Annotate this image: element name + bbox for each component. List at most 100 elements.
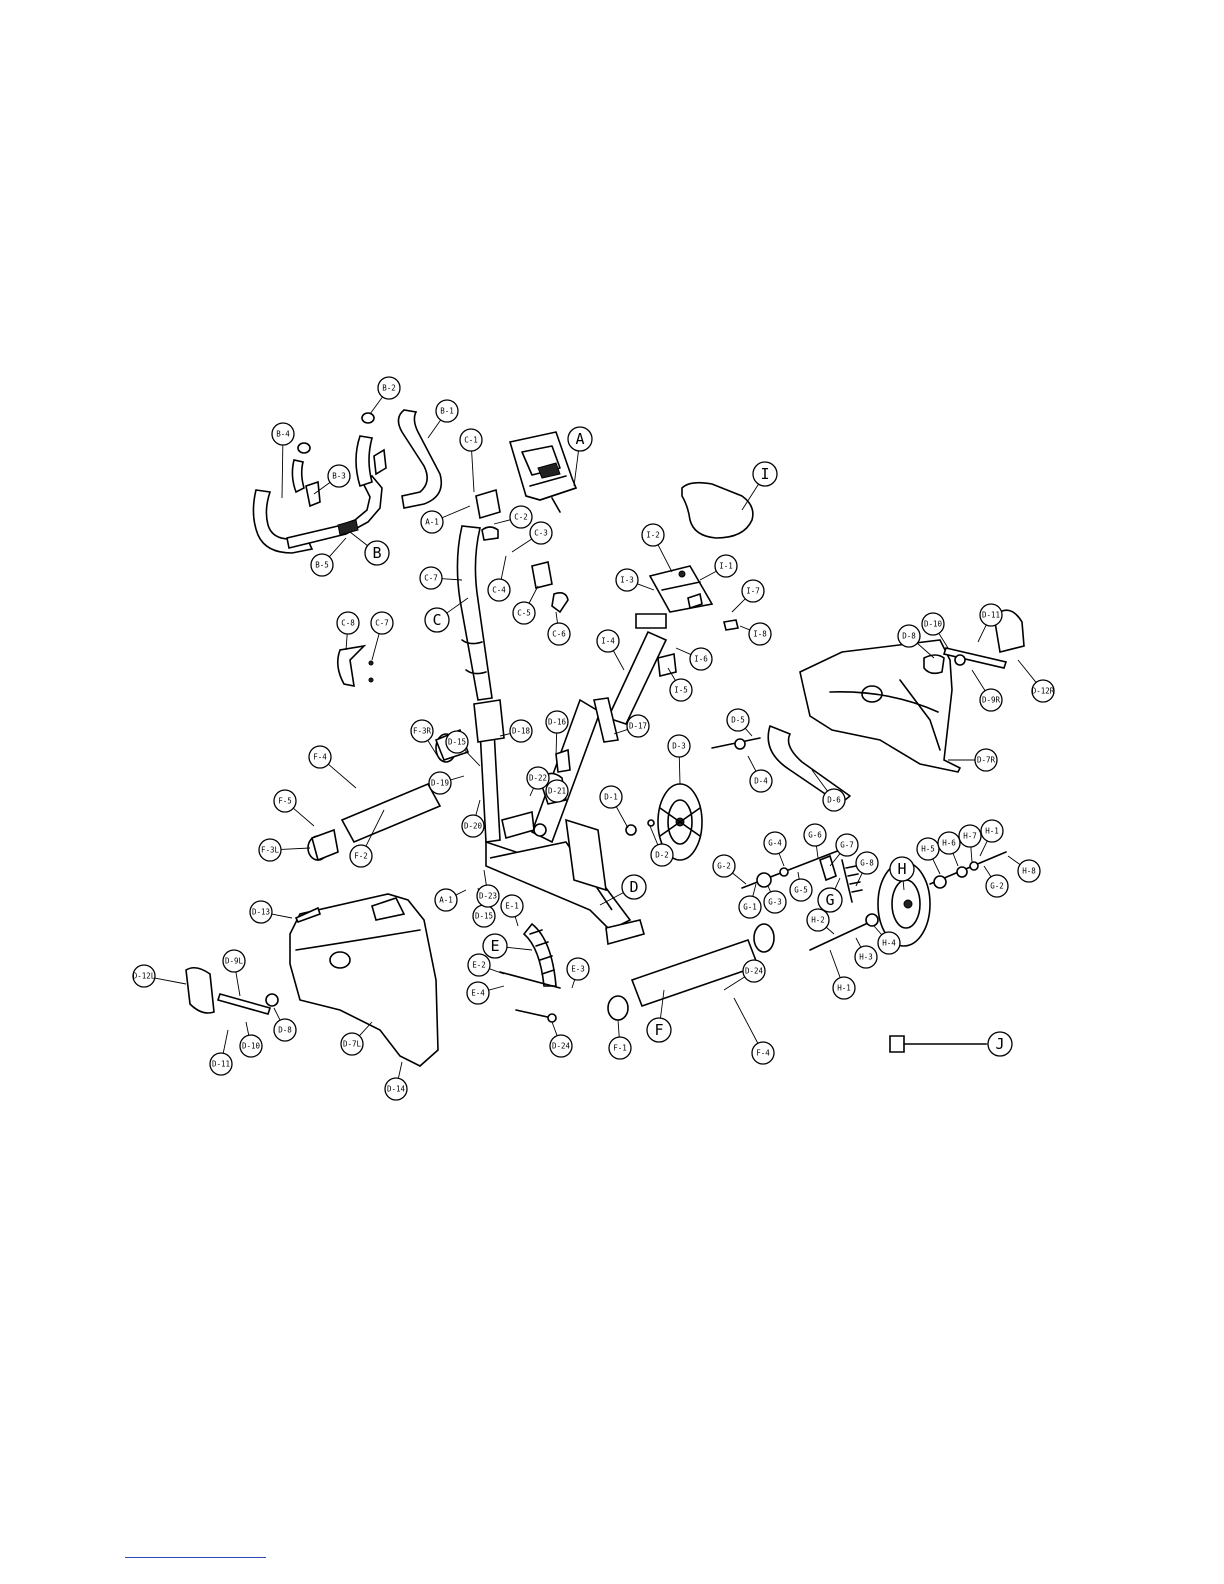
leader-line-f-5 [293,807,315,827]
leader-line-d-9r [971,669,986,691]
leader-line-e-4 [488,985,505,991]
leader-line-f-2 [365,809,385,847]
callout-label: F-2 [354,852,368,861]
leader-line-d-12l [154,977,187,985]
callout-circle [349,844,373,868]
callout-c-7: C-7 [370,611,394,635]
callout-f-3r: F-3R [410,719,434,743]
callout-circle [466,981,490,1005]
callout-label: D-13 [252,908,270,917]
callout-label: E [490,937,499,955]
callout-circle [336,611,360,635]
callout-d-17: D-17 [626,714,650,738]
callout-label: F-4 [756,1049,770,1058]
callout-d-20: D-20 [461,814,485,838]
leader-line-g-2 [983,865,992,878]
leader-line-d-8 [273,1007,281,1021]
leader-line-d [599,892,624,906]
callout-label: B-5 [315,561,329,570]
callout-d: D [621,874,647,900]
leader-line-d-18 [499,733,511,737]
callout-c-4: C-4 [487,578,511,602]
callout-label: D-24 [552,1042,571,1051]
callout-circle [239,1034,263,1058]
leader-line-b-3 [313,482,331,495]
callout-label: D-10 [242,1042,261,1051]
leader-line-c-5 [528,585,539,604]
leader-line-d-10 [245,1021,250,1036]
callout-circle [1031,679,1055,703]
callout-label: D-9L [225,957,244,966]
leader-line-h-5 [932,858,941,875]
callout-label: H-2 [811,916,825,925]
callout-i-5: I-5 [669,678,693,702]
leader-line-d-2 [649,825,659,846]
callout-d-13: D-13 [249,900,273,924]
callout-c: C [424,607,450,633]
callout-label: H [897,860,906,878]
leader-line-h-1 [829,949,841,978]
leader-line-g-7 [829,853,841,867]
callout-g-8: G-8 [855,851,879,875]
callout-i-2: I-2 [641,523,665,547]
callout-circle [500,894,524,918]
callout-h: H [889,856,915,882]
callout-circle [738,895,762,919]
callout-circle [974,748,998,772]
callout-circle [763,890,787,914]
callout-j: J [987,1031,1013,1057]
callout-label: G [825,891,834,909]
leader-line-d-15 [464,749,481,767]
callout-g-6: G-6 [803,823,827,847]
callout-label: G-2 [717,862,731,871]
leader-line-h-6 [952,853,959,867]
leader-line-g-3 [767,885,772,893]
leader-line-i-1 [699,570,717,581]
callout-c-5: C-5 [512,601,536,625]
callout-label: D-2 [655,851,669,860]
callout-label: D-1 [604,793,618,802]
right-shroud-part [799,609,1025,773]
callout-e-4: E-4 [466,981,490,1005]
callout-d-14: D-14 [384,1077,408,1101]
callout-label: E-4 [471,989,485,998]
callout-label: G-3 [768,898,782,907]
callout-d-12l: D-12L [132,964,156,988]
callout-d-11: D-11 [209,1052,233,1076]
pulley-and-belt [625,725,851,861]
callout-d-8: D-8 [897,624,921,648]
leader-line-g-8 [855,872,863,887]
callout-label: F-4 [313,753,327,762]
leader-line-d-17 [613,729,628,735]
callout-b-5: B-5 [310,553,334,577]
leader-line-c-7 [371,633,380,661]
callout-circle [752,461,778,487]
callout-a-1: A-1 [434,888,458,912]
callout-circle [258,838,282,862]
callout-g-4: G-4 [763,831,787,855]
callout-label: A-1 [439,896,453,905]
callout-circle [641,523,665,547]
leader-line-i-8 [739,625,750,631]
callout-c-7: C-7 [419,566,443,590]
left-shroud-part [185,893,439,1067]
callout-label: C-2 [514,513,528,522]
callout-label: I-5 [674,686,688,695]
callout-d-11: D-11 [979,603,1003,627]
callout-b: B [364,540,390,566]
callout-d-15: D-15 [445,730,469,754]
callout-circle [763,831,787,855]
leader-line-h-4 [873,925,883,936]
callout-label: D-23 [479,892,497,901]
handlebar-post-part [336,488,569,701]
callout-circle [897,624,921,648]
callout-g: G [817,887,843,913]
callout-d-19: D-19 [428,771,452,795]
callout-circle [987,1031,1013,1057]
callout-label: D-18 [512,727,531,736]
leader-line-f-3r [427,740,441,761]
leader-line-d-22 [529,787,534,797]
callout-circle [271,422,295,446]
callout-h-7: H-7 [958,824,982,848]
leader-line-d-5 [744,727,753,737]
